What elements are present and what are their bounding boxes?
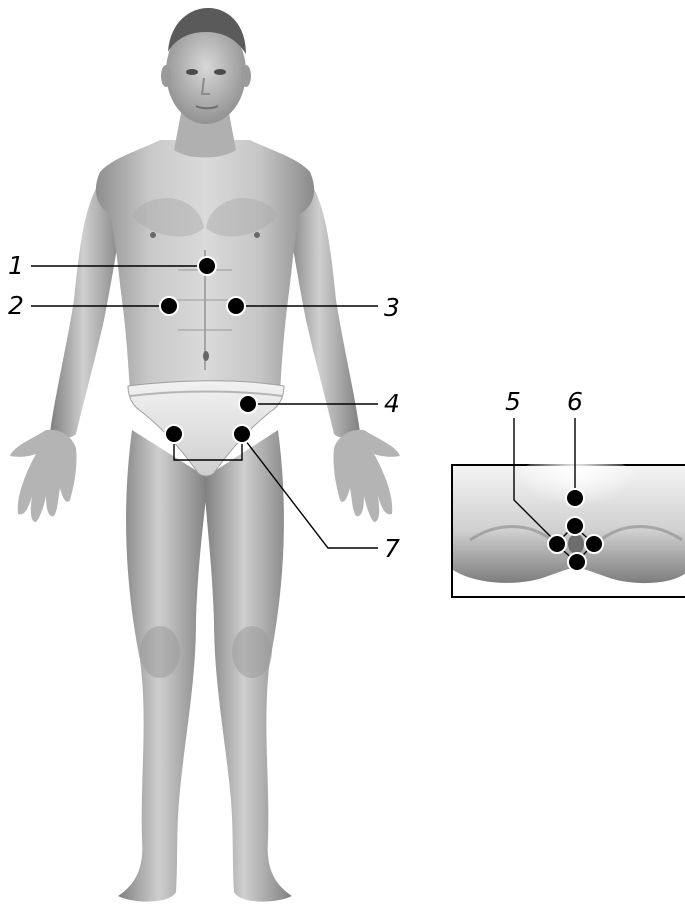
marker-5-right xyxy=(585,535,603,553)
marker-2 xyxy=(160,297,178,315)
marker-7b xyxy=(233,425,251,443)
marker-6 xyxy=(566,489,584,507)
marker-5-top xyxy=(566,517,584,535)
marker-5-bottom xyxy=(568,553,586,571)
human-figure xyxy=(10,8,400,902)
marker-7a xyxy=(165,425,183,443)
label-3: 3 xyxy=(384,293,400,322)
marker-5-left xyxy=(548,535,566,553)
right-hand xyxy=(10,430,77,522)
label-2: 2 xyxy=(8,291,24,320)
label-4: 4 xyxy=(384,389,400,418)
label-7: 7 xyxy=(384,534,400,563)
label-6: 6 xyxy=(567,387,583,416)
label-1: 1 xyxy=(8,251,24,280)
marker-3 xyxy=(227,297,245,315)
marker-1 xyxy=(198,257,216,275)
label-5: 5 xyxy=(505,387,521,416)
left-hand xyxy=(333,430,400,522)
marker-4 xyxy=(239,395,257,413)
